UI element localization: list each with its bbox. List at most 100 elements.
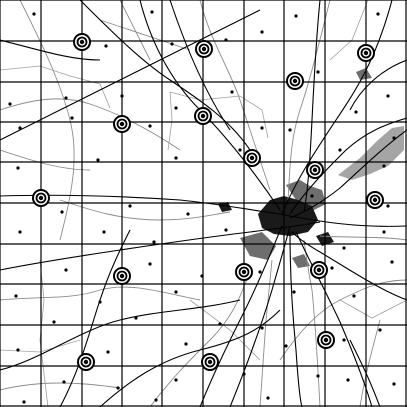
place-dot bbox=[392, 136, 396, 140]
target-marker-icon bbox=[77, 353, 95, 371]
primary-road bbox=[79, 0, 251, 151]
urban-area-northeast bbox=[338, 126, 404, 180]
place-dot bbox=[224, 228, 228, 232]
place-dot bbox=[116, 386, 120, 390]
place-dot bbox=[134, 316, 138, 320]
target-marker-icon bbox=[243, 149, 261, 167]
place-dot bbox=[16, 166, 20, 170]
target-marker-icon bbox=[286, 72, 304, 90]
target-marker-icon bbox=[113, 267, 131, 285]
place-dot bbox=[330, 266, 334, 270]
place-dot bbox=[288, 128, 292, 132]
secondary-road bbox=[0, 382, 121, 391]
primary-road bbox=[199, 225, 283, 407]
place-dot bbox=[32, 12, 36, 16]
place-dot bbox=[392, 382, 396, 386]
secondary-road bbox=[259, 259, 273, 407]
place-dot bbox=[62, 380, 66, 384]
place-dot bbox=[200, 274, 204, 278]
target-marker-icon bbox=[195, 40, 213, 58]
secondary-road bbox=[99, 19, 191, 51]
primary-road bbox=[303, 0, 321, 213]
secondary-road bbox=[59, 199, 231, 221]
place-dot bbox=[148, 124, 152, 128]
secondary-road bbox=[319, 235, 407, 241]
urban-area-south bbox=[292, 254, 310, 268]
place-dot bbox=[120, 94, 124, 98]
boundary-line bbox=[167, 91, 173, 151]
place-dot bbox=[266, 396, 270, 400]
place-dot bbox=[238, 148, 242, 152]
secondary-road bbox=[279, 279, 407, 361]
place-dot bbox=[52, 320, 56, 324]
secondary-road bbox=[149, 269, 251, 407]
place-dot bbox=[174, 290, 178, 294]
target-marker-icon bbox=[310, 261, 328, 279]
place-dot bbox=[376, 12, 380, 16]
place-dot bbox=[18, 126, 22, 130]
place-dot bbox=[260, 126, 264, 130]
place-dot bbox=[292, 290, 296, 294]
place-dot bbox=[8, 102, 12, 106]
secondary-road bbox=[0, 149, 91, 171]
primary-road bbox=[0, 39, 101, 61]
boundary-line bbox=[39, 259, 49, 407]
place-dot bbox=[96, 158, 100, 162]
place-dot bbox=[260, 30, 264, 34]
primary-road bbox=[0, 299, 241, 371]
place-dot bbox=[382, 230, 386, 234]
place-dot bbox=[354, 110, 358, 114]
place-dot bbox=[152, 240, 156, 244]
place-dot bbox=[294, 14, 298, 18]
place-dot bbox=[184, 342, 188, 346]
place-dot bbox=[224, 38, 228, 42]
primary-road bbox=[349, 59, 407, 111]
place-dot bbox=[382, 164, 386, 168]
primary-road bbox=[289, 231, 303, 407]
primary-road bbox=[281, 0, 393, 215]
place-dot bbox=[186, 212, 190, 216]
place-dot bbox=[64, 268, 68, 272]
secondary-road bbox=[0, 98, 181, 151]
primary-road bbox=[295, 231, 373, 407]
place-dot bbox=[64, 96, 68, 100]
place-dot bbox=[258, 270, 262, 274]
primary-road bbox=[0, 9, 261, 141]
primary-road bbox=[349, 339, 381, 407]
boundary-line bbox=[169, 91, 269, 139]
target-marker-icon bbox=[194, 107, 212, 125]
place-dot bbox=[106, 350, 110, 354]
target-marker-icon bbox=[73, 33, 91, 51]
place-dot bbox=[14, 294, 18, 298]
secondary-road bbox=[287, 0, 331, 201]
urban-area-west bbox=[218, 202, 232, 212]
place-dot bbox=[260, 326, 264, 330]
place-dot bbox=[378, 328, 382, 332]
place-dots-layer bbox=[8, 10, 396, 404]
place-dot bbox=[346, 378, 350, 382]
place-dot bbox=[174, 106, 178, 110]
target-markers-layer bbox=[32, 33, 384, 371]
place-dot bbox=[60, 210, 64, 214]
primary-road bbox=[291, 231, 407, 301]
place-dot bbox=[342, 246, 346, 250]
place-dot bbox=[284, 344, 288, 348]
place-dot bbox=[386, 94, 390, 98]
place-dot bbox=[154, 398, 158, 402]
urban-area-southwest-fringe bbox=[240, 232, 276, 260]
place-dot bbox=[104, 44, 108, 48]
secondary-road bbox=[303, 239, 321, 407]
place-dot bbox=[98, 300, 102, 304]
primary-road bbox=[229, 225, 291, 407]
target-marker-icon bbox=[357, 44, 375, 62]
secondary-road bbox=[119, 0, 151, 61]
target-marker-icon bbox=[235, 263, 253, 281]
boundary-line bbox=[0, 339, 81, 353]
target-marker-icon bbox=[366, 191, 384, 209]
place-dot bbox=[316, 374, 320, 378]
target-marker-icon bbox=[201, 353, 219, 371]
